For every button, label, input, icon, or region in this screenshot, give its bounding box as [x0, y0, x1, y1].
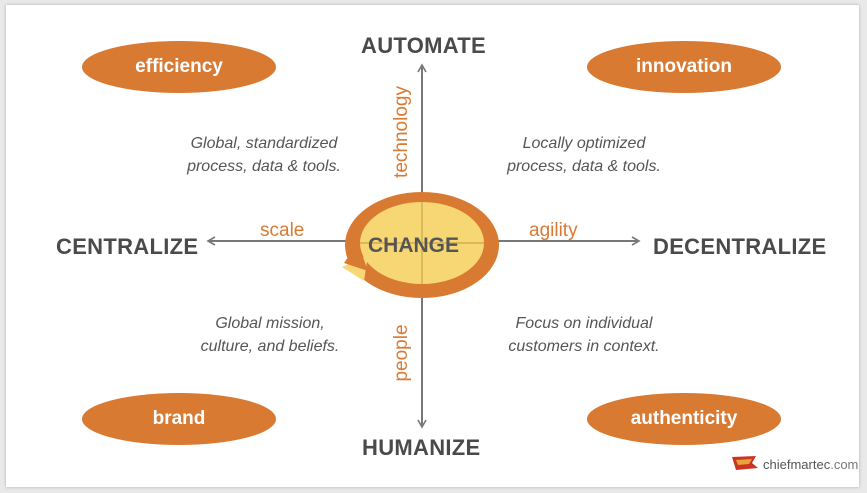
- description-top-left: Global, standardized process, data & too…: [144, 132, 384, 178]
- slide: AUTOMATE HUMANIZE CENTRALIZE DECENTRALIZ…: [6, 5, 859, 487]
- description-line: process, data & tools.: [507, 158, 661, 175]
- description-line: Global mission,: [215, 315, 325, 332]
- oval-efficiency: efficiency: [82, 41, 276, 93]
- pole-humanize: HUMANIZE: [362, 435, 481, 460]
- axis-label-people: people: [391, 324, 412, 382]
- description-line: Focus on individual: [515, 315, 653, 332]
- axis-label-technology: technology: [391, 86, 412, 178]
- axis-label-scale: scale: [260, 220, 305, 241]
- description-line: customers in context.: [508, 338, 660, 355]
- oval-innovation: innovation: [587, 41, 781, 93]
- axes-diagram: [206, 63, 641, 429]
- logo-domain: .com: [830, 456, 859, 472]
- description-line: culture, and beliefs.: [200, 338, 340, 355]
- change-cycle-icon: [342, 192, 499, 298]
- description-bottom-right: Focus on individual customers in context…: [464, 312, 704, 358]
- description-line: process, data & tools.: [187, 158, 341, 175]
- chiefmartec-logo: chiefmartec.com: [730, 454, 858, 474]
- description-line: Global, standardized: [190, 135, 338, 152]
- pole-automate: AUTOMATE: [361, 33, 487, 58]
- flag-icon: [732, 456, 758, 470]
- oval-authenticity: authenticity: [587, 393, 781, 445]
- pole-centralize: CENTRALIZE: [56, 234, 199, 259]
- pole-decentralize: DECENTRALIZE: [653, 234, 827, 259]
- description-bottom-left: Global mission, culture, and beliefs.: [150, 312, 390, 358]
- description-line: Locally optimized: [522, 135, 646, 152]
- description-top-right: Locally optimized process, data & tools.: [464, 132, 704, 178]
- oval-brand: brand: [82, 393, 276, 445]
- axis-label-agility: agility: [529, 220, 578, 241]
- logo-text: chiefmartec.com: [763, 457, 858, 472]
- center-label-change: CHANGE: [368, 234, 460, 257]
- logo-name: chiefmartec: [763, 456, 831, 472]
